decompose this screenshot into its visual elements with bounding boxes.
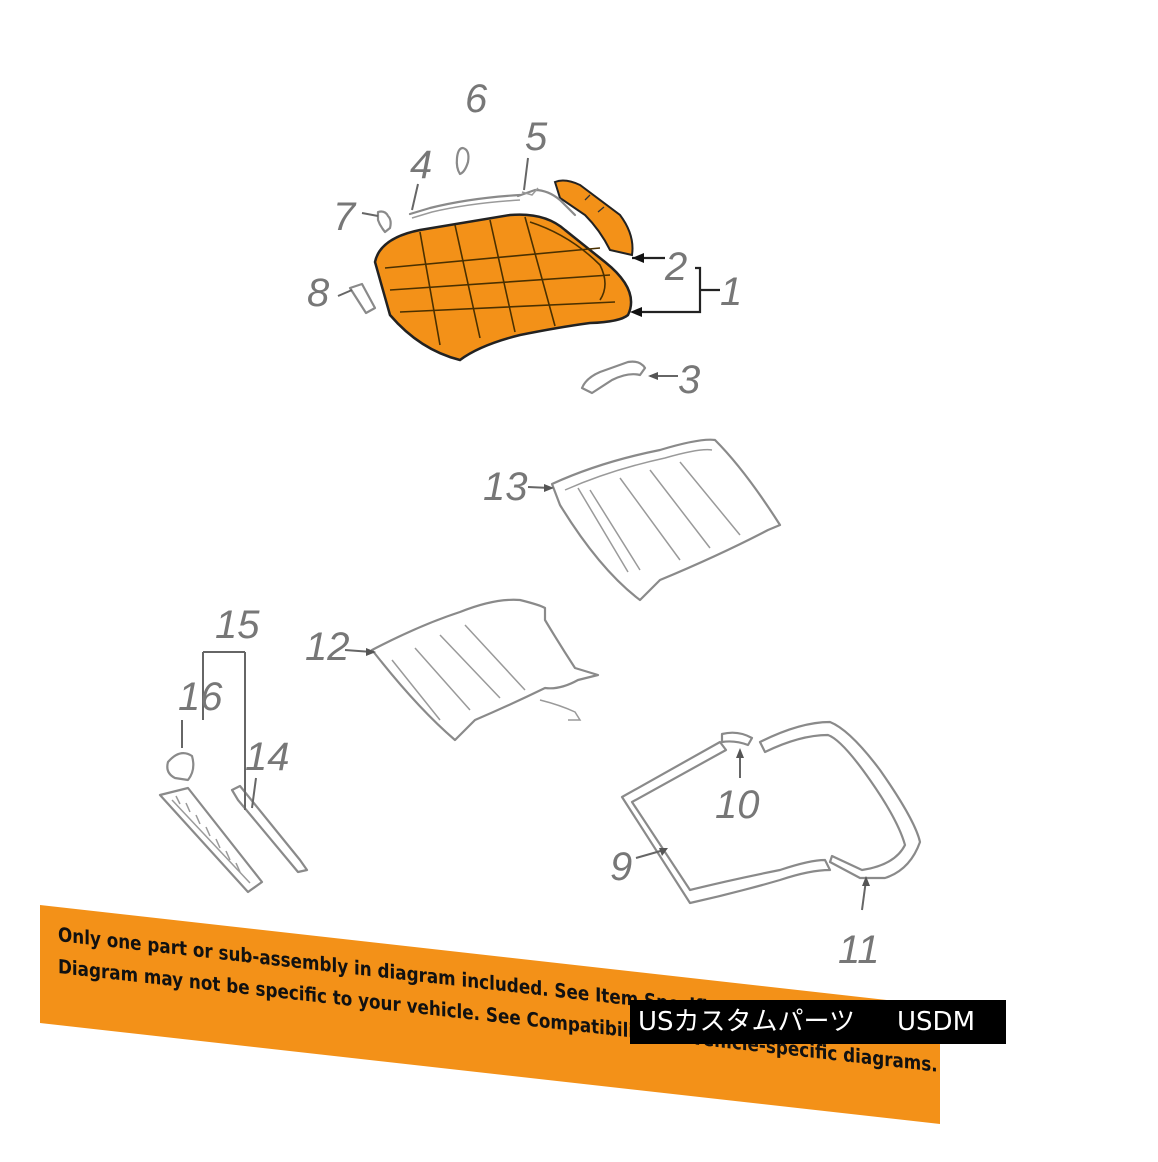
callout-15: 15: [215, 603, 260, 647]
callout-6: 6: [465, 77, 488, 121]
part-6-clip: [455, 146, 470, 176]
part-10-insert: [720, 731, 754, 747]
part-15-seal-strip: [158, 786, 264, 894]
store-watermark: USカスタムパーツ USDM: [630, 1000, 1006, 1044]
part-2-rear-window: [553, 179, 634, 257]
callout-labels: 1 2 3 4 5 6 7 8 9 10 11 12 13 14 15 16: [178, 77, 880, 972]
callout-14: 14: [245, 735, 290, 779]
callout-10: 10: [715, 783, 760, 827]
part-3-trim: [580, 360, 647, 395]
callout-5: 5: [525, 115, 548, 159]
callout-16: 16: [178, 675, 223, 719]
callout-13: 13: [483, 465, 528, 509]
callout-2: 2: [664, 245, 687, 289]
part-4-front-bow: [408, 193, 522, 219]
part-9-weatherstrip: [620, 740, 832, 905]
callout-8: 8: [307, 271, 330, 315]
watermark-right: USDM: [897, 1007, 976, 1037]
part-8-pin: [348, 282, 377, 315]
callout-7: 7: [333, 195, 357, 239]
callout-4: 4: [410, 143, 432, 187]
part-14-strip: [230, 784, 309, 874]
callout-3: 3: [678, 358, 700, 402]
callout-9: 9: [610, 845, 632, 889]
leader-lines: [181, 157, 870, 911]
callout-12: 12: [305, 625, 350, 669]
part-7-clip: [376, 210, 392, 234]
watermark-left: USカスタムパーツ: [638, 1007, 856, 1037]
part-1-soft-top: [373, 213, 633, 362]
part-5-bracket: [516, 187, 577, 217]
callout-11: 11: [838, 928, 880, 972]
callout-1: 1: [720, 270, 742, 314]
part-12-headliner-frame: [370, 598, 600, 742]
part-13-headliner: [550, 438, 782, 602]
part-11-seal: [758, 720, 922, 880]
part-16-cap: [166, 751, 195, 782]
